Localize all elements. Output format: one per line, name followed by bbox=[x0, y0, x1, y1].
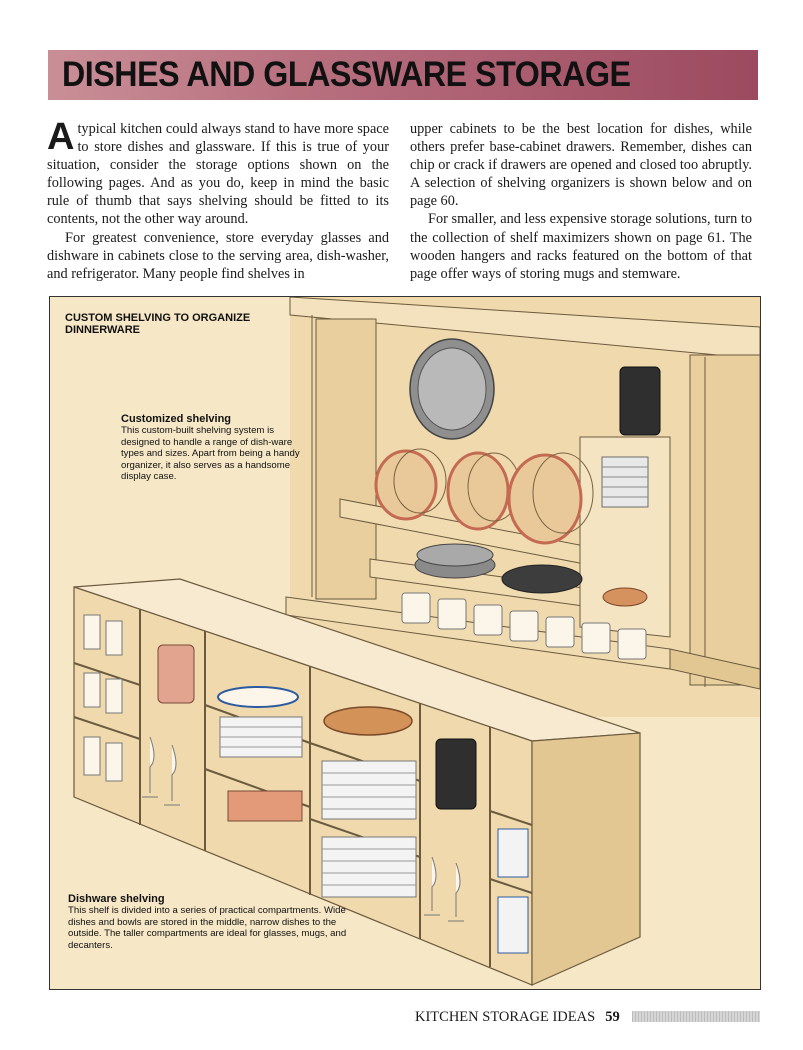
intro-column-right: upper cabinets to be the best location f… bbox=[410, 120, 752, 283]
intro-paragraph-1-text: typical kitchen could always stand to ha… bbox=[47, 121, 389, 228]
intro-paragraph-2: For greatest convenience, store everyday… bbox=[47, 229, 389, 282]
shelving-illustration: CUSTOM SHELVING TO ORGANIZE DINNERWARE C… bbox=[49, 296, 761, 990]
intro-paragraph-4: For smaller, and less expensive storage … bbox=[410, 211, 752, 282]
illustration-title: CUSTOM SHELVING TO ORGANIZE DINNERWARE bbox=[65, 312, 251, 336]
caption-body: This custom-built shelving system is des… bbox=[121, 425, 300, 482]
header-band bbox=[48, 50, 758, 100]
page-title: DISHES AND GLASSWARE STORAGE bbox=[62, 55, 631, 94]
page-footer: KITCHEN STORAGE IDEAS 59 bbox=[415, 1009, 620, 1026]
caption-dishware-shelving: Dishware shelving This shelf is divided … bbox=[68, 893, 358, 951]
page-number: 59 bbox=[605, 1009, 620, 1025]
drop-cap: A bbox=[47, 116, 75, 158]
caption-heading: Dishware shelving bbox=[68, 893, 165, 905]
intro-paragraph-3: upper cabinets to be the best location f… bbox=[410, 121, 752, 210]
caption-customized-shelving: Customized shelving This custom-built sh… bbox=[121, 413, 301, 483]
caption-heading: Customized shelving bbox=[121, 413, 232, 425]
footer-book-title: KITCHEN STORAGE IDEAS bbox=[415, 1009, 596, 1025]
footer-decorative-bar bbox=[632, 1011, 760, 1022]
caption-body: This shelf is divided into a series of p… bbox=[68, 905, 347, 951]
shelving-drawing bbox=[73, 297, 760, 986]
